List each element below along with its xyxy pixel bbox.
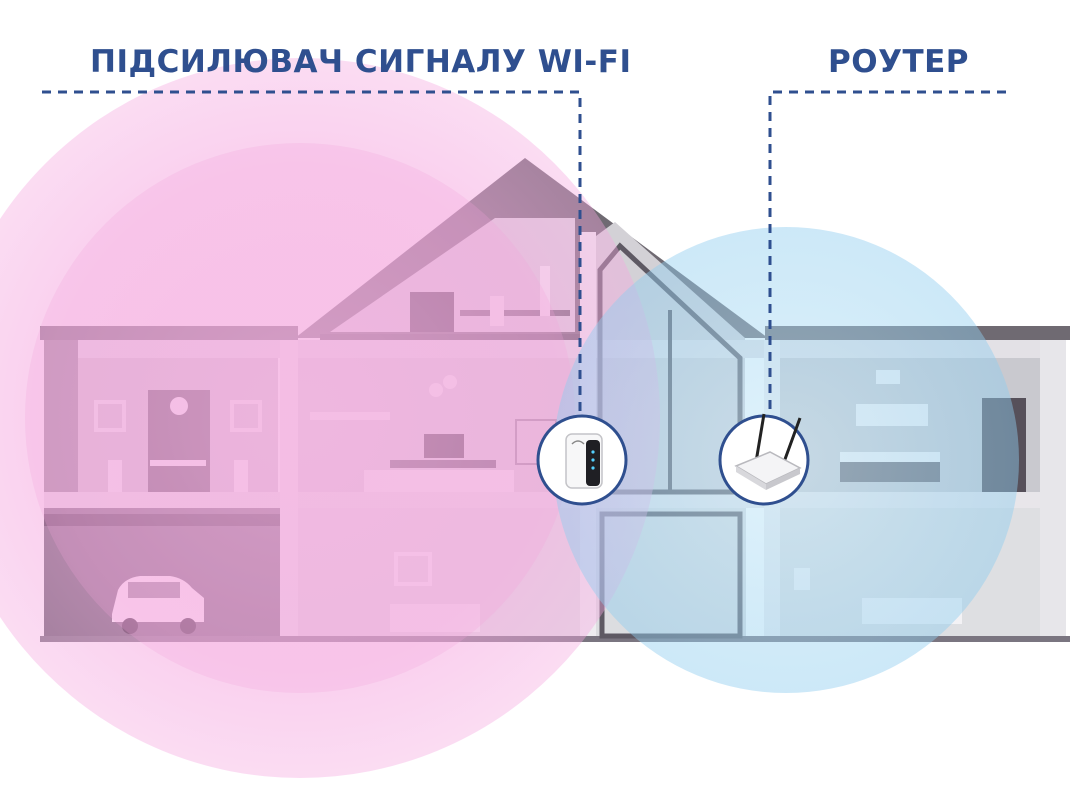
extender-coverage-inner [25,143,575,693]
router-leader-line [768,90,1006,418]
extender-coverage-outer [0,58,660,778]
wifi-extender-icon [536,414,628,506]
right-wall [1040,340,1066,640]
extender-label: ПІДСИЛЮВАЧ СИГНАЛУ WI-FI [90,44,632,80]
extender-leader-line [42,90,582,418]
wifi-router-icon [718,413,810,506]
router-label: РОУТЕР [828,44,970,80]
